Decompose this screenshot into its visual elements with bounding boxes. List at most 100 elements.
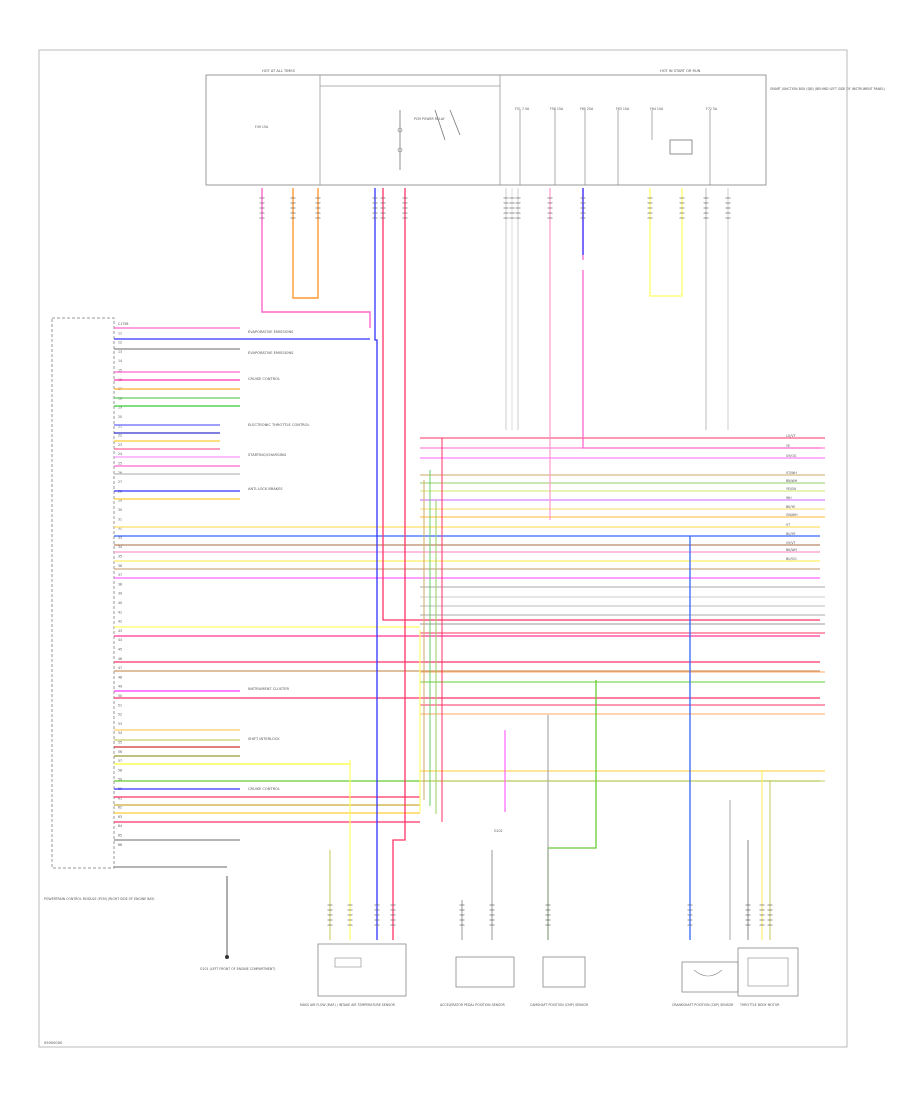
fuse-label: F72 5A — [706, 107, 718, 111]
wire-color-label: GY/OG — [786, 454, 797, 458]
fuse-box: HOT AT ALL TIMES HOT IN START OR RUN SMA… — [205, 69, 885, 186]
pin-number: 65 — [118, 834, 122, 838]
wire-color-label: BN/WH — [786, 479, 798, 483]
fuse-label: F51 7.5A — [515, 107, 530, 111]
pin-number: 59 — [118, 778, 122, 782]
pin-number: 61 — [118, 796, 122, 800]
pin-number: 21 — [118, 424, 122, 428]
relay-label: PCM POWER RELAY — [414, 117, 445, 121]
pin-number: 64 — [118, 824, 122, 828]
pin-number: 30 — [118, 508, 122, 512]
wire-color-label: VT — [786, 523, 790, 527]
wire-color-label: BU/OG — [786, 557, 797, 561]
pin-number: 15 — [118, 369, 122, 373]
pcm-module: C175B11121314151617181920212223242526272… — [44, 317, 155, 901]
component-throttle-motor: THROTTLE BODY MOTOR — [737, 947, 799, 1007]
pin-number: 22 — [118, 434, 122, 438]
footer-code: 09000000 — [44, 1041, 63, 1045]
pin-number: 55 — [118, 741, 122, 745]
page-frame — [38, 49, 848, 1048]
pin-number: 45 — [118, 648, 122, 652]
pin-number: 39 — [118, 592, 122, 596]
component-label: CRANKSHAFT POSITION (CKP) SENSOR — [672, 1003, 734, 1007]
ground-label: G102 — [494, 829, 503, 833]
pin-number: 54 — [118, 731, 122, 735]
wire-color-label: BK/YE — [786, 505, 795, 509]
component-accelerator-sensor: ACCELERATOR PEDAL POSITION SENSOR — [440, 956, 515, 1007]
pin-number: 23 — [118, 443, 122, 447]
right-edge-labels: LG/VT YE GY/OG VT/WH BN/WH YE/GN WH BK/YE GN/WH V… — [786, 434, 798, 561]
wire-color-label: VT/WH — [786, 471, 797, 475]
fuse-label: F56 15A — [550, 107, 564, 111]
pin-number: 40 — [118, 601, 122, 605]
component-maf-sensor: MASS AIR FLOW (MAF) / INTAKE AIR TEMPERA… — [300, 943, 407, 1007]
wire-color-label: WH — [786, 496, 792, 500]
wire-color-label: GN/WH — [786, 513, 798, 517]
reference-label: SHIFT INTERLOCK — [248, 737, 280, 741]
wire — [292, 188, 319, 299]
pin-number: 25 — [118, 462, 122, 466]
wire-harness — [114, 188, 825, 940]
pin-number: 46 — [118, 657, 122, 661]
wire — [382, 188, 820, 621]
pin-number: 50 — [118, 694, 122, 698]
pin-number: 29 — [118, 499, 122, 503]
component-label: THROTTLE BODY MOTOR — [739, 1003, 780, 1007]
pin-number: 35 — [118, 555, 122, 559]
reference-label: ELECTRONIC THROTTLE CONTROL — [248, 423, 310, 427]
pin-number: 66 — [118, 843, 122, 847]
fuse-box-title-left: HOT AT ALL TIMES — [262, 69, 296, 73]
connector-ticks — [259, 197, 773, 926]
wire — [547, 680, 597, 940]
pin-number: 41 — [118, 610, 122, 614]
pin-number: 57 — [118, 759, 122, 763]
wire-color-label: LG/VT — [786, 434, 796, 438]
ground-label: G101 (LEFT FRONT OF ENGINE COMPARTMENT) — [200, 967, 275, 971]
pin-number: 48 — [118, 675, 122, 679]
pin-number: 42 — [118, 620, 122, 624]
reference-labels: EVAPORATIVE EMISSIONS EVAPORATIVE EMISSI… — [248, 330, 310, 791]
pin-number: 52 — [118, 713, 122, 717]
pin-number: 14 — [118, 359, 122, 363]
module-name: POWERTRAIN CONTROL MODULE (PCM) (RIGHT S… — [44, 897, 155, 901]
wire-color-label: BU/YE — [786, 532, 796, 536]
wire-color-label: YE/GN — [786, 487, 797, 491]
pin-number: 27 — [118, 480, 122, 484]
pin-number: 31 — [118, 517, 122, 521]
component-label: ACCELERATOR PEDAL POSITION SENSOR — [440, 1003, 506, 1007]
fuse-label: F64 10A — [650, 107, 664, 111]
wire — [582, 188, 820, 449]
pin-number: 58 — [118, 768, 122, 772]
pin-number: 32 — [118, 527, 122, 531]
reference-label: INSTRUMENT CLUSTER — [248, 687, 289, 691]
component-label: CAMSHAFT POSITION (CMP) SENSOR — [530, 1003, 589, 1007]
fuse-label: F49 15A — [255, 125, 269, 129]
component-ckp-sensor: CRANKSHAFT POSITION (CKP) SENSOR — [672, 961, 739, 1007]
pin-number: 20 — [118, 415, 122, 419]
component-cmp-sensor: CAMSHAFT POSITION (CMP) SENSOR — [530, 956, 589, 1007]
pin-number: 26 — [118, 471, 122, 475]
pin-number: 34 — [118, 545, 122, 549]
component-label: MASS AIR FLOW (MAF) / INTAKE AIR TEMPERA… — [300, 1003, 396, 1007]
wire — [649, 188, 683, 297]
wire-color-label: YE — [786, 444, 790, 448]
reference-label: EVAPORATIVE EMISSIONS — [248, 330, 294, 334]
pin-number: 24 — [118, 452, 122, 456]
pin-list: C175B11121314151617181920212223242526272… — [118, 322, 129, 847]
wire-color-label: GY/VT — [786, 541, 796, 545]
fuse-box-note: SMART JUNCTION BOX (SJB) (BEHIND LEFT SI… — [770, 87, 885, 91]
fuse-label: F63 10A — [616, 107, 630, 111]
pin-number: 37 — [118, 573, 122, 577]
pin-number: 47 — [118, 666, 122, 670]
pin-number: 56 — [118, 750, 122, 754]
fuse-label: F60 20A — [580, 107, 594, 111]
pin-number: 19 — [118, 406, 122, 410]
pin-number: C175B — [118, 322, 129, 326]
pin-number: 43 — [118, 629, 122, 633]
pin-number: 38 — [118, 582, 122, 586]
pin-number: 63 — [118, 815, 122, 819]
reference-label: EVAPORATIVE EMISSIONS — [248, 351, 294, 355]
pin-number: 44 — [118, 638, 122, 642]
ground-symbol: G101 (LEFT FRONT OF ENGINE COMPARTMENT) — [200, 876, 275, 971]
